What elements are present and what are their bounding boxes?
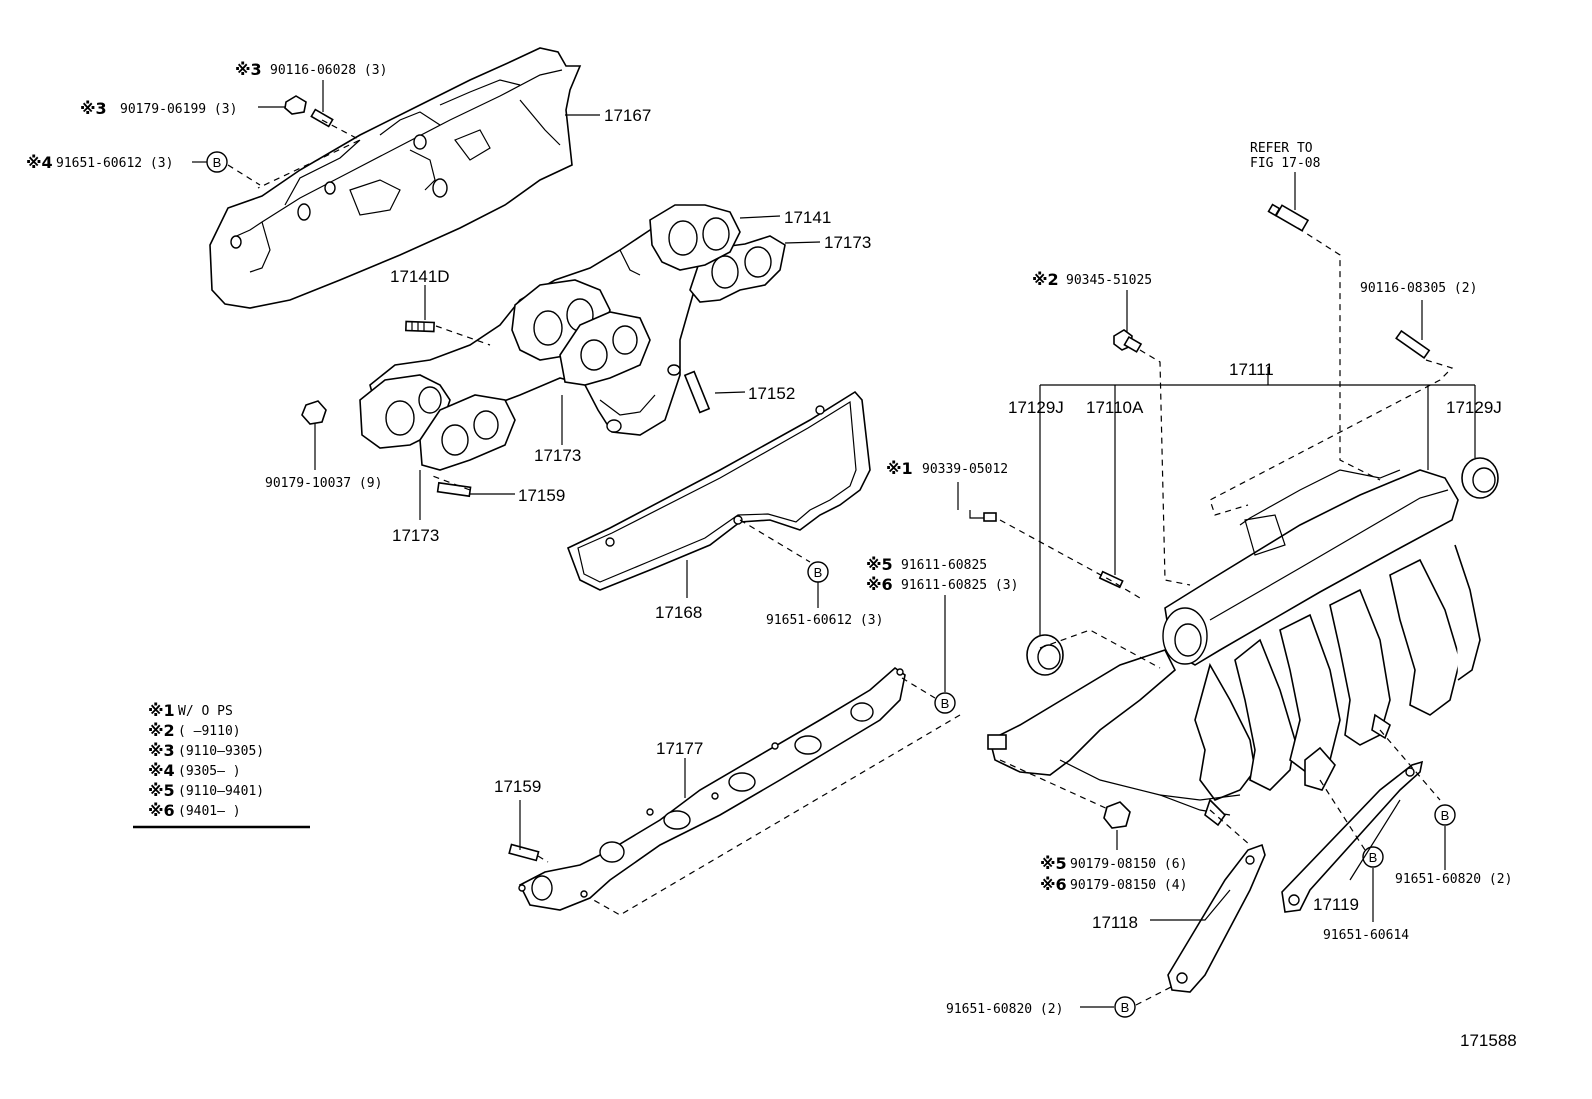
svg-text:※6: ※6 (148, 801, 175, 820)
callout-17167: 17167 (604, 106, 651, 125)
svg-text:90179-10037 (9): 90179-10037 (9) (265, 476, 382, 491)
svg-text:90116-08305 (2): 90116-08305 (2) (1360, 281, 1477, 296)
gasket-17173-bottom (419, 394, 516, 471)
assembly-dashed-lines (227, 119, 1454, 1006)
svg-text:91651-60612 (3): 91651-60612 (3) (766, 613, 883, 628)
insulator-17168 (566, 390, 871, 591)
gasket-17173-mid (559, 311, 651, 386)
figure-number: 171588 (1460, 1031, 1517, 1050)
svg-text:90179-08150 (4): 90179-08150 (4) (1070, 878, 1187, 893)
svg-text:W/ O PS: W/ O PS (178, 704, 233, 719)
bolt-marker-b-right: B (1434, 804, 1456, 826)
seal-17129J-left (1026, 634, 1064, 676)
leader-lines (192, 80, 1476, 1008)
bolt-marker-b-insulator: B (807, 561, 829, 583)
svg-text:※6: ※6 (1040, 875, 1067, 894)
gasket-17177 (518, 666, 906, 911)
manifold-flange-upper (649, 204, 741, 271)
stay-17119 (1281, 760, 1424, 913)
bolt-marker-b-gasket: B (934, 692, 956, 714)
callout-17141D: 17141D (390, 267, 450, 286)
callout-17173-mid: 17173 (534, 446, 581, 465)
svg-text:B: B (213, 155, 222, 170)
legend: ※1 W/ O PS ※2 ( —9110) ※3 (9110—9305) ※4… (133, 701, 310, 829)
svg-text:FIG 17-08: FIG 17-08 (1250, 156, 1320, 171)
stud-17159-top (436, 481, 472, 498)
bolt-marker-b-top: B (206, 151, 228, 173)
callout-17129J-left: 17129J (1008, 398, 1064, 417)
svg-text:91611-60825 (3): 91611-60825 (3) (901, 578, 1018, 593)
svg-text:91611-60825: 91611-60825 (901, 558, 987, 573)
svg-text:B: B (941, 696, 950, 711)
svg-text:90179-06199 (3): 90179-06199 (3) (120, 102, 237, 117)
svg-text:90345-51025: 90345-51025 (1066, 273, 1152, 288)
svg-text:※5: ※5 (1040, 854, 1067, 873)
refer-note: REFER TO FIG 17-08 (1250, 141, 1320, 171)
bolt-90116-06028 (310, 108, 334, 128)
svg-text:B: B (1121, 1000, 1130, 1015)
bolt-marker-b-bottom: B (1114, 996, 1136, 1018)
part-callouts: 17167 17141 17173 17141D 17152 17173 171… (390, 106, 1502, 932)
callout-17173-bottom: 17173 (392, 526, 439, 545)
svg-text:91651-60612 (3): 91651-60612 (3) (56, 156, 173, 171)
svg-text:※6: ※6 (866, 575, 893, 594)
svg-text:91651-60614: 91651-60614 (1323, 928, 1409, 943)
callout-17110A: 17110A (1086, 398, 1144, 417)
callout-17111: 17111 (1229, 360, 1274, 379)
callout-17152: 17152 (748, 384, 795, 403)
svg-text:※3: ※3 (148, 741, 175, 760)
callout-17119: 17119 (1313, 895, 1359, 914)
svg-text:B: B (814, 565, 823, 580)
stud-17159-bottom (508, 843, 540, 862)
svg-text:※2: ※2 (148, 721, 175, 740)
heat-insulator-17167 (209, 47, 582, 309)
svg-text:(9110—9305): (9110—9305) (178, 744, 264, 759)
vacuum-fitting (1267, 203, 1310, 232)
stud-17152 (683, 370, 711, 414)
svg-text:90179-08150 (6): 90179-08150 (6) (1070, 857, 1187, 872)
seal-17129J-right (1461, 457, 1499, 499)
intake-manifold-17111 (987, 469, 1481, 827)
svg-text:90116-06028 (3): 90116-06028 (3) (270, 63, 387, 78)
svg-text:90339-05012: 90339-05012 (922, 462, 1008, 477)
svg-text:B: B (1441, 808, 1450, 823)
svg-text:91651-60820 (2): 91651-60820 (2) (1395, 872, 1512, 887)
fastener-labels: ※3 90116-06028 (3) ※3 90179-06199 (3) ※4… (26, 60, 1512, 1017)
svg-text:※5: ※5 (866, 555, 893, 574)
svg-text:※4: ※4 (148, 761, 175, 780)
callout-17159-top: 17159 (518, 486, 565, 505)
svg-text:※1: ※1 (148, 701, 175, 720)
stud-17141D (405, 320, 435, 333)
stud-90116-08305 (1395, 329, 1431, 359)
callout-17168: 17168 (655, 603, 702, 622)
svg-text:(9305— ): (9305— ) (178, 764, 241, 779)
callout-17141: 17141 (784, 208, 831, 227)
svg-text:(9110—9401): (9110—9401) (178, 784, 264, 799)
svg-text:※5: ※5 (148, 781, 175, 800)
svg-text:※3: ※3 (80, 99, 107, 118)
svg-text:※1: ※1 (886, 459, 913, 478)
callout-17129J-right: 17129J (1446, 398, 1502, 417)
callout-17177: 17177 (656, 739, 703, 758)
svg-text:※3: ※3 (235, 60, 262, 79)
callout-17118: 17118 (1092, 913, 1138, 932)
nut-90179-10037 (301, 400, 327, 425)
svg-text:※4: ※4 (26, 153, 53, 172)
svg-text:(9401— ): (9401— ) (178, 804, 241, 819)
svg-text:( —9110): ( —9110) (178, 724, 241, 739)
stay-17118 (1167, 843, 1266, 993)
callout-17159-bottom: 17159 (494, 777, 541, 796)
svg-text:REFER TO: REFER TO (1250, 141, 1313, 156)
stud-90339-05012 (969, 510, 997, 522)
bolt-marker-b-stay: B (1362, 846, 1384, 868)
svg-text:※2: ※2 (1032, 270, 1059, 289)
svg-text:91651-60820 (2): 91651-60820 (2) (946, 1002, 1063, 1017)
callout-17173-top: 17173 (824, 233, 871, 252)
bolt-90345-51025 (1113, 329, 1143, 353)
svg-text:B: B (1369, 850, 1378, 865)
nut-90179-08150 (1103, 801, 1131, 829)
nut-90179-06199 (284, 95, 307, 115)
